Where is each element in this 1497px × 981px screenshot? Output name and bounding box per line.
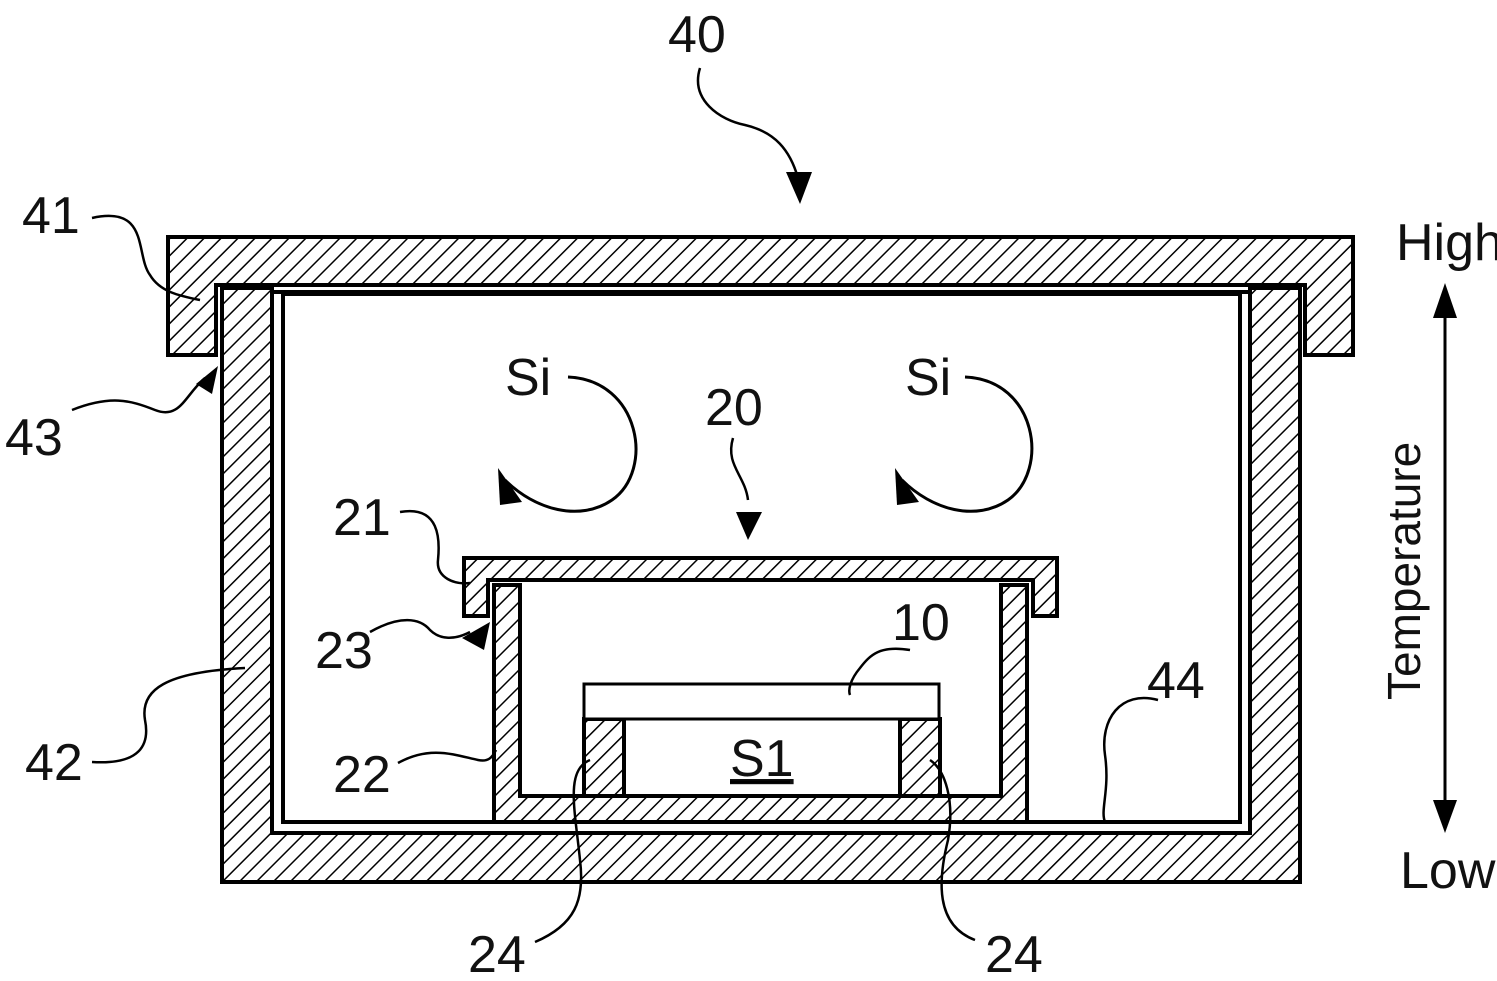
leader-42 bbox=[91, 666, 246, 764]
arrow-head-icon bbox=[498, 468, 522, 505]
leader-23 bbox=[369, 618, 471, 639]
leader-44 bbox=[1102, 696, 1159, 823]
temperature-axis-title: Temperature bbox=[1378, 442, 1430, 700]
arrow-up-icon bbox=[1433, 283, 1457, 318]
support-24-left bbox=[582, 717, 626, 798]
arrow-23-icon bbox=[462, 622, 490, 650]
label-43: 43 bbox=[5, 409, 63, 467]
label-20: 20 bbox=[705, 379, 763, 437]
label-si-left: Si bbox=[505, 349, 551, 407]
support-24-right bbox=[898, 717, 942, 798]
arrow-20-icon bbox=[736, 512, 762, 540]
label-24-left: 24 bbox=[468, 926, 526, 981]
label-s1: S1 bbox=[730, 730, 794, 788]
leader-10 bbox=[848, 647, 911, 696]
leader-21 bbox=[399, 509, 471, 585]
substrate-10 bbox=[582, 682, 941, 721]
inner-lid-21 bbox=[462, 556, 1059, 618]
temperature-high-label: High bbox=[1396, 214, 1497, 272]
leader-24-left bbox=[534, 758, 591, 944]
inner-container bbox=[462, 556, 1059, 824]
leader-40 bbox=[696, 67, 800, 179]
si-flow-right bbox=[895, 375, 1034, 513]
leader-20 bbox=[730, 437, 750, 501]
inner-body-22 bbox=[492, 583, 1029, 824]
label-44: 44 bbox=[1147, 652, 1205, 710]
label-40: 40 bbox=[668, 6, 726, 64]
label-21: 21 bbox=[333, 489, 391, 547]
label-22: 22 bbox=[333, 746, 391, 804]
leader-24-right bbox=[929, 758, 976, 942]
si-flow-left bbox=[498, 375, 638, 513]
label-si-right: Si bbox=[905, 349, 951, 407]
arrow-down-icon bbox=[1433, 800, 1457, 833]
temperature-low-label: Low bbox=[1400, 842, 1496, 900]
label-23: 23 bbox=[315, 622, 373, 680]
arrow-43-icon bbox=[196, 366, 218, 394]
arrow-40-icon bbox=[786, 172, 812, 204]
leader-41 bbox=[91, 214, 201, 302]
label-41: 41 bbox=[22, 187, 80, 245]
leader-43 bbox=[71, 377, 206, 414]
outer-lid-41 bbox=[166, 235, 1355, 357]
label-10: 10 bbox=[892, 594, 950, 652]
temperature-axis: High Low Temperature bbox=[1378, 214, 1497, 900]
arrow-head-icon bbox=[895, 468, 919, 505]
label-24-right: 24 bbox=[985, 926, 1043, 981]
label-42: 42 bbox=[25, 734, 83, 792]
leader-22 bbox=[397, 749, 498, 765]
